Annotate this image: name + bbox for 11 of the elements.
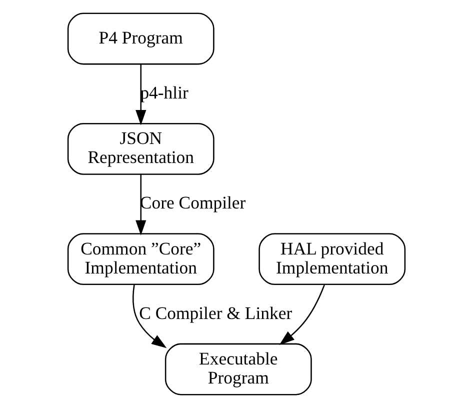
node-box: P4 Program [67,12,214,65]
edge-label: C Compiler & Linker [139,302,292,323]
arrow [136,64,146,126]
node-box: JSON Representation [67,122,214,175]
arrow [136,174,146,236]
node-box: Executable Program [164,343,312,396]
node-box: HAL provided Implementation [258,233,406,286]
edge-label: p4-hlir [140,82,188,103]
node-box: Common ”Core” Implementation [67,233,214,286]
arrow [132,284,167,348]
arrow [279,284,325,346]
